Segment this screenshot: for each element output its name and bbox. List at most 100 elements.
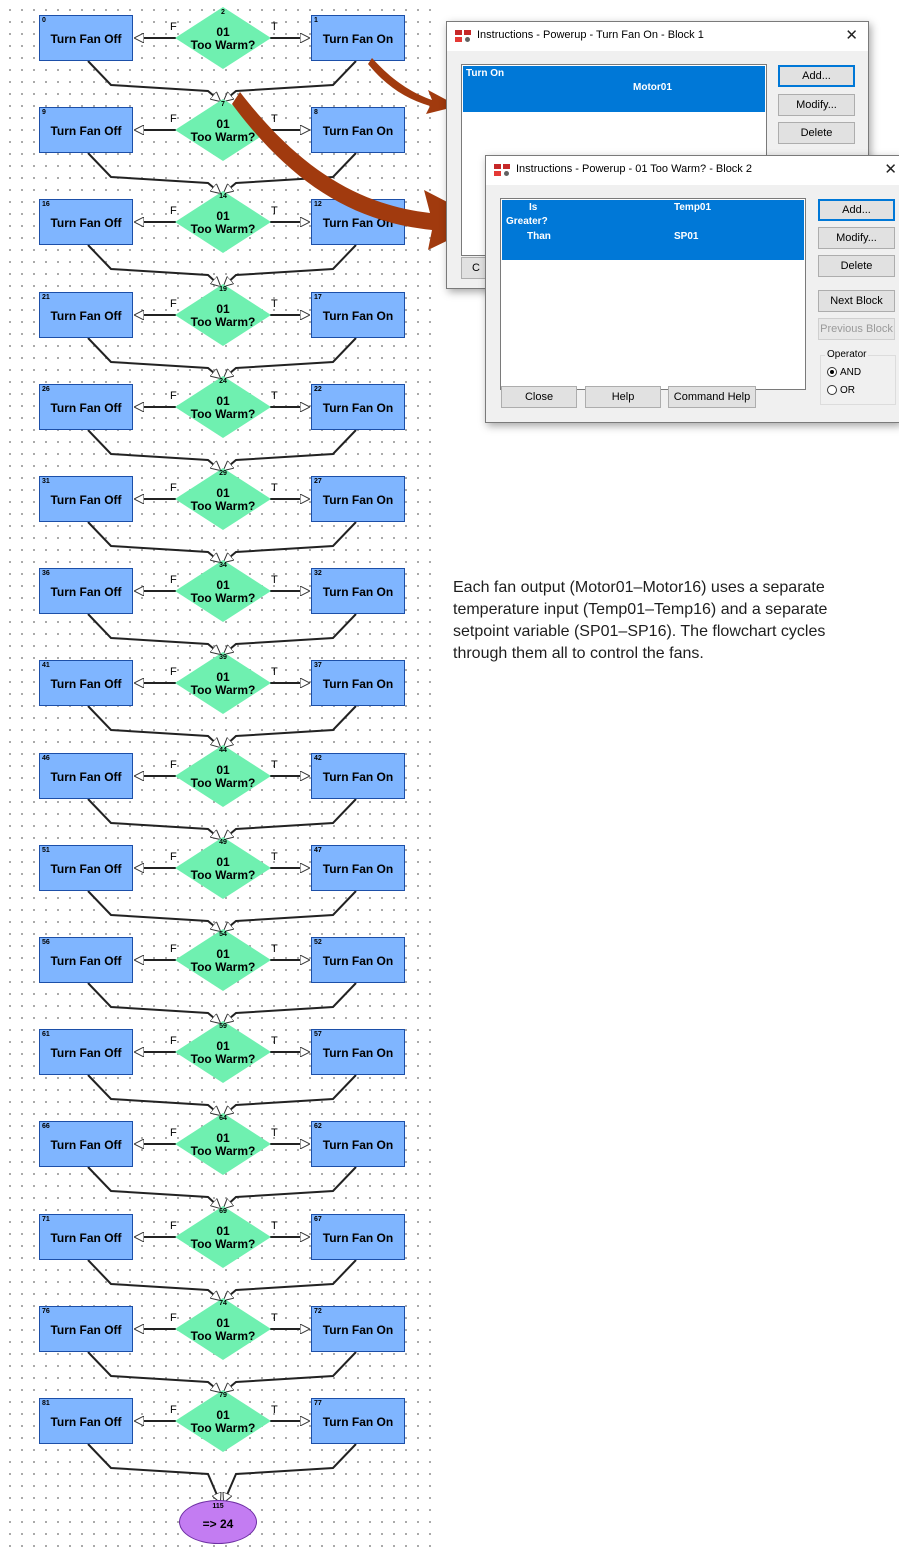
delete-button[interactable]: Delete	[778, 122, 855, 144]
decision-line2: Too Warm?	[190, 591, 256, 605]
help-button[interactable]: Help	[585, 386, 661, 408]
true-flag: T	[271, 851, 278, 863]
merge-line-true	[224, 1443, 357, 1502]
merge-line-true	[224, 890, 357, 931]
false-flag: F	[170, 390, 177, 402]
instruction-than: Than	[527, 231, 551, 242]
block-id: 76	[42, 1308, 50, 1315]
merge-line-false	[87, 613, 220, 654]
instruction-list[interactable]: Is Greater? Than Temp01 SP01	[500, 198, 806, 390]
false-flag: F	[170, 482, 177, 494]
delete-button[interactable]: Delete	[818, 255, 895, 277]
close-icon[interactable]: ✕	[845, 27, 858, 44]
close-icon[interactable]: ✕	[884, 161, 897, 178]
modify-button[interactable]: Modify...	[778, 94, 855, 116]
add-button[interactable]: Add...	[778, 65, 855, 87]
block-id: 17	[314, 294, 322, 301]
block-id: 12	[314, 201, 322, 208]
decision-line1: 01	[216, 947, 230, 961]
decision-line1: 01	[216, 670, 230, 684]
merge-line-true	[224, 1259, 357, 1300]
add-button[interactable]: Add...	[818, 199, 895, 221]
block-label: Turn Fan Off	[50, 1138, 122, 1152]
next-block-button[interactable]: Next Block	[818, 290, 895, 312]
close-button[interactable]: Close	[501, 386, 577, 408]
true-flag: T	[271, 205, 278, 217]
operator-or-radio[interactable]: OR	[827, 385, 855, 396]
false-flag: F	[170, 1127, 177, 1139]
true-flag: T	[271, 1404, 278, 1416]
instruction-is: Is	[529, 202, 538, 213]
block-label: Turn Fan Off	[50, 1046, 122, 1060]
merge-line-false	[87, 982, 220, 1023]
operator-and-radio[interactable]: AND	[827, 367, 861, 378]
operator-group: Operator AND OR	[820, 349, 896, 405]
block-label: Turn Fan On	[322, 862, 394, 876]
block-label: Turn Fan On	[322, 585, 394, 599]
decision-id: 79	[219, 1392, 227, 1399]
radio-unselected-icon	[827, 385, 837, 396]
decision-line1: 01	[216, 209, 230, 223]
previous-block-button[interactable]: Previous Block	[818, 318, 895, 340]
block-id: 27	[314, 478, 322, 485]
decision-line1: 01	[216, 25, 230, 39]
instruction-row-selected[interactable]: Is Greater? Than Temp01 SP01	[502, 200, 804, 260]
instruction-row-selected[interactable]: Turn On Motor01	[463, 66, 765, 112]
terminator-node[interactable]: 115 => 24	[179, 1500, 257, 1544]
command-help-button[interactable]: Command Help	[668, 386, 756, 408]
block-id: 77	[314, 1400, 322, 1407]
block-label: Turn Fan On	[322, 1415, 394, 1429]
merge-line-false	[87, 244, 220, 286]
modify-button[interactable]: Modify...	[818, 227, 895, 249]
